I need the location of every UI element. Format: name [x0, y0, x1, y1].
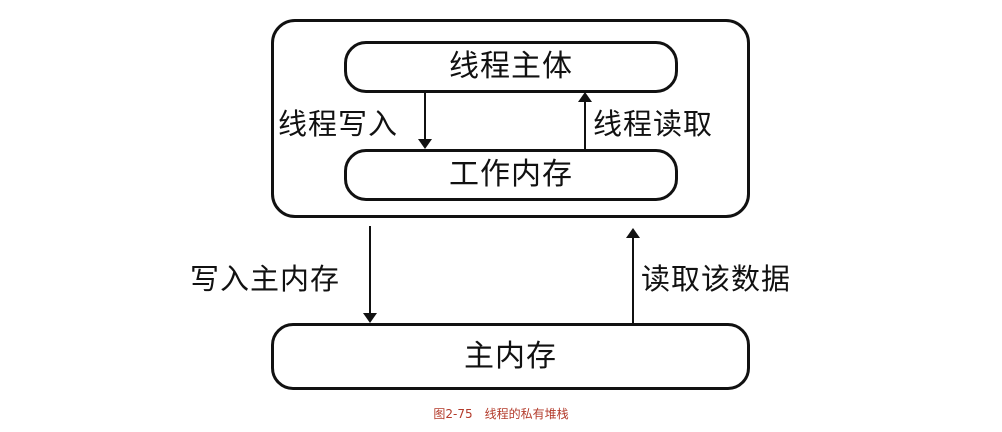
read-data-label: 读取该数据 — [641, 262, 792, 296]
figure-caption: 图2-75 线程的私有堆栈 — [433, 407, 569, 421]
thread-write-label: 线程写入 — [278, 107, 399, 141]
main-memory-label: 主内存 — [464, 338, 557, 374]
thread-read-label: 线程读取 — [593, 107, 714, 141]
main-memory-box: 主内存 — [271, 323, 750, 390]
write-main-memory-label: 写入主内存 — [190, 262, 341, 296]
working-memory-label: 工作内存 — [449, 157, 573, 192]
thread-body-label: 线程主体 — [449, 49, 573, 84]
thread-body-box: 线程主体 — [344, 41, 678, 93]
working-memory-box: 工作内存 — [344, 149, 678, 201]
